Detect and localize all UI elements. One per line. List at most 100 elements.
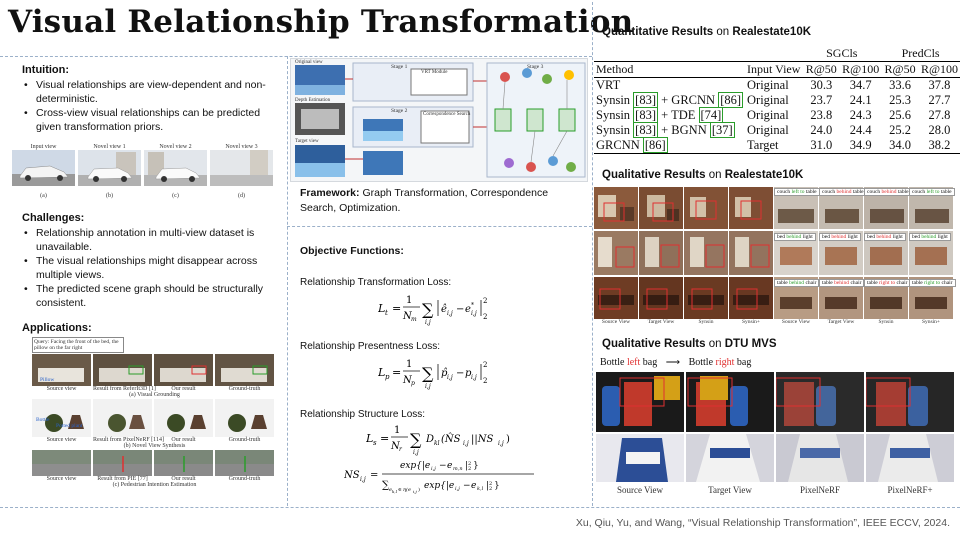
result-label: Source View <box>781 319 811 325</box>
table-cell-value: 34.7 <box>840 77 882 93</box>
car-view-image <box>78 150 141 186</box>
svg-text:i,j: i,j <box>471 374 477 381</box>
qualitative-title-dtu: Qualitative Results on DTU MVS <box>602 338 776 350</box>
relation-chip: table right to chair <box>864 279 911 287</box>
car-view-image <box>12 150 75 186</box>
table-cell-value: 24.4 <box>849 123 872 137</box>
framework-label: Target view <box>295 139 319 144</box>
table-cell-method: Synsin [83] + GRCNN [86] <box>596 92 744 108</box>
arrow-right-icon: ⟶ <box>665 357 681 368</box>
group-header-predcls: PredCls <box>881 46 960 62</box>
dtu-image <box>866 372 954 432</box>
quantitative-title: Quantitative Results on Realestate10K <box>602 26 811 38</box>
intuition-figure: Input view Novel view 1 Novel view 2 <box>12 144 274 202</box>
app-caption: (b) Novel View Synthesis <box>123 443 186 449</box>
car-view-image <box>144 150 207 186</box>
svg-text:2: 2 <box>483 297 487 305</box>
challenge-item: Relationship annotation in multi-view da… <box>22 226 280 254</box>
svg-text:L: L <box>366 432 373 445</box>
svg-text:e: e <box>389 487 392 493</box>
relation-word: right <box>715 357 735 368</box>
framework-label: Correspondence Search <box>423 112 471 117</box>
svg-text:k,l: k,l <box>477 486 484 492</box>
result-label: Synsin <box>878 319 894 325</box>
table-cell-value: 24.0 <box>810 123 833 137</box>
svg-text:i,j: i,j <box>498 440 504 447</box>
citation-ref: [83] <box>633 122 658 138</box>
fig-sublabel: (a) <box>40 193 47 199</box>
applications-figure: Query: Facing the front of the bed, the … <box>32 337 277 503</box>
framework-label: Stage 2 <box>391 108 408 114</box>
citation-ref: [37] <box>709 122 735 138</box>
table-cell-value: 27.7 <box>928 93 951 107</box>
svg-text:2: 2 <box>489 481 492 487</box>
framework-label: Original view <box>295 60 323 65</box>
result-image <box>729 231 773 275</box>
svg-text:−: − <box>439 461 447 471</box>
dtu-label: PixelNeRF <box>799 485 840 495</box>
car-view-image <box>210 150 273 186</box>
app-image <box>215 354 274 386</box>
group-header-sgcls: SGCls <box>802 46 882 62</box>
svg-text:=: = <box>392 302 401 315</box>
result-image <box>729 187 773 229</box>
svg-text:t: t <box>385 309 388 317</box>
qualitative-title-realestate: Qualitative Results on Realestate10K <box>602 169 803 181</box>
svg-text:=: = <box>370 470 378 481</box>
result-image <box>639 277 683 319</box>
framework-caption-text: Graph Transformation, Correspondence Sea… <box>300 187 549 214</box>
svg-text:i,j: i,j <box>360 476 366 483</box>
svg-text:s: s <box>373 439 377 447</box>
svg-text:p: p <box>411 380 415 387</box>
relation-word: left <box>626 357 641 368</box>
relation-word: right to <box>924 280 941 286</box>
relation-source: Bottle left bag <box>600 357 658 368</box>
app-label: Ground-truth <box>228 476 261 482</box>
result-image <box>639 187 683 229</box>
app-image <box>215 450 274 476</box>
svg-text:i,j: i,j <box>463 440 469 447</box>
app-label: Our result <box>171 476 196 482</box>
result-image <box>594 187 638 229</box>
svg-text:i,j: i,j <box>413 449 419 456</box>
table-cell-method: Synsin [83] + TDE [74] <box>596 107 724 123</box>
relation-word: right to <box>879 280 896 286</box>
relation-chip: couch behind table <box>864 188 912 196</box>
app-image <box>32 450 91 476</box>
intuition-section: Intuition: Visual relationships are view… <box>22 64 280 134</box>
svg-text:exp{|e: exp{|e <box>400 461 430 471</box>
relation-word: behind <box>876 234 892 240</box>
result-label: Synsin+ <box>741 319 761 325</box>
svg-text:∑: ∑ <box>422 364 434 383</box>
challenge-item: The visual relationships might disappear… <box>22 254 280 282</box>
app-label: Result from ReferIt3D [1] <box>93 386 156 392</box>
svg-text:k,l: k,l <box>392 489 398 494</box>
citation-ref: [83] <box>633 107 658 123</box>
dtu-label: Source View <box>616 485 664 495</box>
app-tag: Bottle <box>36 417 50 423</box>
section-title-dataset: Realestate10K <box>732 26 812 38</box>
svg-text:1: 1 <box>406 295 412 306</box>
column-header: R@50 <box>881 61 919 78</box>
table-cell-value: 25.3 <box>889 93 911 107</box>
results-table: SGCls PredCls Method Input View R@50 R@1… <box>594 46 960 154</box>
dtu-image <box>776 372 864 432</box>
relation-chip: couch left to table <box>774 188 820 196</box>
footer-divider <box>0 507 960 508</box>
table-cell-value: 34.0 <box>881 138 919 154</box>
fig-label: Novel view 2 <box>159 144 192 150</box>
relation-chip: table right to chair <box>909 279 956 287</box>
app-image <box>154 354 213 386</box>
dtu-image <box>776 434 864 482</box>
table-cell-value: 24.1 <box>849 93 872 107</box>
app-image <box>93 399 152 437</box>
relation-word: behind <box>786 234 802 240</box>
table-row: Synsin [83] + GRCNN [86] Original 23.7 2… <box>594 92 960 108</box>
challenge-item: The predicted scene graph should be stru… <box>22 282 280 310</box>
app-label: Ground-truth <box>228 437 261 443</box>
section-title-dataset: DTU MVS <box>724 338 777 350</box>
loss-name: Relationship Transformation Loss: <box>300 277 452 288</box>
svg-text:e: e <box>465 304 471 315</box>
app-image <box>93 450 152 476</box>
